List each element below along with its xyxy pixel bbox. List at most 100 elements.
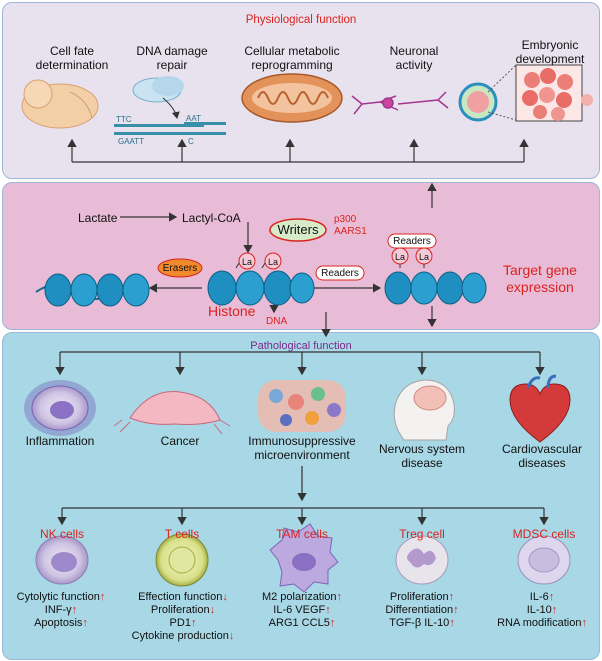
inflammation-icon: [24, 380, 96, 436]
mdsc-cells-title: MDSC cells: [512, 527, 576, 541]
down-arrow-icon: ↓: [209, 604, 216, 616]
writers-pill: [269, 218, 327, 242]
up-arrow-icon: ↑: [548, 591, 555, 603]
pathology-arrows: [55, 351, 549, 526]
effect-text: Cytokine production: [131, 630, 229, 642]
treg-cell-title: Treg cell: [399, 527, 445, 541]
nk-cell-icon: [35, 535, 89, 585]
up-arrow-icon: ↑: [329, 617, 336, 629]
neuronal-activity-label: Neuronal activity: [389, 44, 439, 72]
inflammation-label: Inflammation: [25, 434, 95, 448]
effect-line: Proliferation↑: [362, 591, 482, 604]
immunosuppressive-label: Immunosuppressive microenvironment: [248, 434, 356, 462]
nucleosome-center: [207, 252, 315, 306]
metabolic-reprogramming-label: Cellular metabolic reprogramming: [244, 44, 340, 72]
effect-text: IL-6: [529, 591, 549, 603]
nucleosome-left: [35, 273, 150, 307]
up-arrow-icon: ↑: [325, 604, 331, 616]
cancer-label: Cancer: [160, 434, 200, 448]
effect-text: INF-γ: [44, 604, 72, 616]
effect-line: M2 polarization↑: [246, 591, 358, 604]
effect-text: ARG1 CCL5: [268, 617, 330, 629]
tam-cell-icon: [269, 523, 339, 593]
erasers-pill: [157, 258, 203, 278]
t-cell-icon: [155, 533, 209, 587]
dna-repair-icon: [114, 76, 226, 135]
effect-line: IL-6 VEGF↑: [246, 604, 358, 617]
embryo-icon: [21, 79, 99, 129]
t-cells-effects: Effection function↓Proliferation↓PD1↑Cyt…: [120, 591, 246, 643]
target-gene-expression-label: Target gene expression: [503, 262, 577, 295]
down-arrow-icon: ↓: [228, 630, 235, 642]
dna-repair-label: DNA damage repair: [136, 44, 208, 72]
up-arrow-icon: ↑: [448, 591, 455, 603]
pathological-title: Pathological function: [250, 340, 352, 352]
effect-text: RNA modification: [497, 617, 582, 629]
heart-icon: [509, 374, 571, 443]
mdsc-cells-effects: IL-6↑IL-10↑RNA modification↑: [484, 591, 600, 630]
histone-label: Histone: [208, 303, 256, 319]
up-arrow-icon: ↑: [99, 591, 106, 603]
effect-text: Differentiation: [385, 604, 454, 616]
dna-seq-1: TTC: [116, 115, 132, 124]
up-arrow-icon: ↑: [190, 617, 197, 629]
readers-label-right: Readers: [393, 236, 431, 247]
effect-text: IL-6 VEGF: [273, 604, 326, 616]
nk-cells-title: NK cells: [39, 527, 84, 541]
erasers-label: Erasers: [162, 263, 198, 274]
effect-line: Cytokine production↓: [120, 630, 246, 643]
writers-label: Writers: [277, 222, 319, 237]
effect-text: M2 polarization: [261, 591, 337, 603]
lactylation-arrows: [120, 212, 437, 338]
readers-pill-center: [315, 265, 365, 281]
tam-cells-effects: M2 polarization↑IL-6 VEGF↑ARG1 CCL5↑: [246, 591, 358, 630]
effect-line: Proliferation↓: [120, 604, 246, 617]
lactate-label: Lactate: [78, 211, 118, 225]
effect-line: TGF-β IL-10↑: [362, 617, 482, 630]
readers-pill-right: [387, 233, 437, 249]
down-arrow-icon: ↓: [222, 591, 228, 603]
up-arrow-icon: ↑: [453, 604, 459, 616]
tam-cells-title: TAM cells: [276, 527, 328, 541]
treg-cell-effects: Proliferation↑Differentiation↑TGF-β IL-1…: [362, 591, 482, 630]
dna-seq-3: AAT: [186, 114, 201, 123]
cardiovascular-label: Cardiovascular diseases: [501, 442, 583, 470]
effect-line: PD1↑: [120, 617, 246, 630]
tumor-microenvironment-icon: [258, 380, 346, 432]
la-mark-3: La: [394, 252, 405, 262]
dna-seq-4: C: [188, 137, 194, 146]
effect-text: Proliferation: [389, 591, 449, 603]
nucleosome-right: [384, 247, 487, 305]
embryo-cells-icon: [458, 64, 593, 122]
up-arrow-icon: ↑: [581, 617, 587, 629]
effect-line: INF-γ↑: [2, 604, 120, 617]
mdsc-cell-icon: [517, 535, 571, 585]
readers-label-center: Readers: [321, 268, 359, 279]
physiological-title: Physiological function: [245, 14, 357, 26]
up-arrow-icon: ↑: [449, 617, 455, 629]
mitochondrion-icon: [241, 73, 343, 123]
up-arrow-icon: ↑: [336, 591, 343, 603]
effect-text: Effection function: [138, 591, 223, 603]
effect-line: RNA modification↑: [484, 617, 600, 630]
head-brain-icon: [393, 379, 455, 441]
up-arrow-icon: ↑: [551, 604, 558, 616]
up-arrow-icon: ↑: [82, 617, 88, 629]
effect-text: Cytolytic function: [16, 591, 100, 603]
la-mark-1: La: [241, 257, 252, 267]
treg-cell-icon: [395, 535, 449, 585]
dna-label: DNA: [266, 316, 288, 327]
effect-line: IL-6↑: [484, 591, 600, 604]
effect-text: Apoptosis: [34, 617, 83, 629]
physiology-arrows: [67, 138, 529, 208]
la-mark-4: La: [418, 252, 429, 262]
lactyl-coa-label: Lactyl-CoA: [182, 211, 241, 225]
effect-line: Apoptosis↑: [2, 617, 120, 630]
cell-fate-label: Cell fate determination: [35, 44, 109, 72]
la-mark-2: La: [267, 257, 278, 267]
effect-text: TGF-β IL-10: [389, 617, 450, 629]
nervous-system-label: Nervous system disease: [378, 442, 466, 470]
up-arrow-icon: ↑: [71, 604, 78, 616]
effect-line: Differentiation↑: [362, 604, 482, 617]
